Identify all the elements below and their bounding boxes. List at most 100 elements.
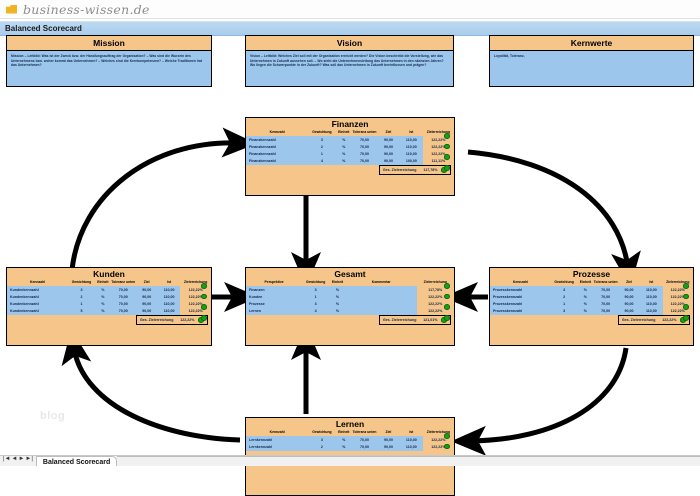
table-row[interactable]: Finanzkennzahl 4 % 70,00 90,00 100,00 11…	[246, 157, 454, 166]
cell-ist: 110,00	[405, 137, 417, 142]
col-kennzahl: Kennzahl	[512, 280, 528, 284]
cell-kennzahl: Kundenkennzahl	[10, 287, 39, 292]
cell-toleranz: 70,00	[118, 302, 128, 307]
status-dot-green-icon	[443, 293, 450, 300]
col-ist: Ist	[409, 430, 414, 434]
cell-zielerreichung: 122,22%	[662, 293, 693, 301]
cell-kommentar[interactable]	[346, 286, 417, 293]
cell-ziel: 90,00	[383, 137, 393, 142]
cell-ist: 110,00	[405, 437, 417, 442]
cell-zielerreichung: 122,22%	[180, 300, 211, 308]
cell-zielerreichung: 122,22%	[416, 307, 454, 316]
cell-zielerreichung: 122,22%	[662, 286, 693, 294]
nav-first-icon[interactable]: |◄	[3, 456, 11, 462]
cell-ist: 110,00	[405, 445, 417, 450]
table-lernen: Kennzahl Gewichtung Einheit Toleranz unt…	[246, 430, 454, 451]
cell-toleranz: 70,00	[118, 295, 128, 300]
cell-kennzahl: Kundenkennzahl	[10, 309, 39, 314]
table-body: Finanzen 3 % 117,78% Kunden 1 % 122,22% …	[246, 286, 454, 316]
table-row[interactable]: Lernen 4 % 122,22%	[246, 307, 454, 316]
cell-kennzahl: Prozesskennzahl	[493, 287, 523, 292]
cell-kommentar[interactable]	[346, 308, 417, 315]
panel-mission-text[interactable]: Mission – Leitbild: Was ist der Zweck bz…	[11, 54, 203, 68]
nav-next-icon[interactable]: ►	[18, 456, 25, 462]
cell-toleranz: 70,00	[360, 152, 370, 157]
table-body: Finanzkennzahl 3 % 70,00 90,00 110,00 12…	[246, 136, 454, 166]
cell-kennzahl: Prozesskennzahl	[493, 309, 523, 314]
cell-zielerreichung: 122,22%	[422, 443, 454, 451]
status-dot-green-icon	[200, 315, 207, 321]
table-row[interactable]: Kundenkennzahl 3 % 70,00 90,00 110,00 12…	[7, 286, 211, 294]
cell-ziel: 90,00	[624, 295, 634, 300]
table-row[interactable]: Kunden 1 % 122,22%	[246, 293, 454, 301]
col-zielerreichung: Zielerreichung	[666, 280, 690, 284]
cell-toleranz: 70,00	[360, 445, 370, 450]
cell-gewichtung: 3	[320, 137, 323, 142]
status-dot-green-icon	[682, 315, 689, 321]
status-dots-prozesse	[682, 283, 689, 321]
col-ist: Ist	[649, 280, 654, 284]
cell-einheit: %	[342, 137, 346, 142]
table-row[interactable]: Prozesskennzahl 3 % 70,00 90,00 110,00 1…	[490, 286, 693, 294]
cell-einheit: %	[342, 145, 346, 150]
table-row[interactable]: Prozesskennzahl 2 % 70,00 90,00 110,00 1…	[490, 293, 693, 301]
cell-toleranz: 70,00	[360, 137, 370, 142]
cell-einheit: %	[342, 152, 346, 157]
status-dot-green-icon	[443, 165, 450, 171]
table-row[interactable]: Prozesskennzahl 1 % 70,00 90,00 110,00 1…	[490, 300, 693, 308]
col-zielerreichung: Zielerreichung	[423, 280, 447, 284]
table-row[interactable]: Finanzkennzahl 1 % 70,00 90,00 110,00 12…	[246, 150, 454, 158]
cell-kommentar[interactable]	[346, 293, 417, 300]
table-row[interactable]: Kundenkennzahl 2 % 70,00 90,00 110,00 12…	[7, 293, 211, 301]
cell-ziel: 90,00	[383, 159, 393, 164]
col-ist: Ist	[167, 280, 172, 284]
table-row[interactable]: Prozesse 3 % 122,22%	[246, 300, 454, 308]
panel-kernwerte-text[interactable]: Loyalität, Toleranz,	[494, 54, 525, 58]
col-einheit: Einheit	[97, 280, 109, 284]
brand-logo-text: business-wissen.de	[23, 1, 150, 17]
status-dots-kunden	[200, 283, 207, 321]
cell-ist: 110,00	[163, 302, 175, 307]
cell-toleranz: 70,00	[360, 437, 370, 442]
col-gewichtung: Gewichtung	[554, 280, 574, 284]
table-gesamt: Perspektive Gewichtung Einheit Kommentar…	[246, 280, 454, 316]
status-dot-green-icon	[200, 293, 207, 300]
col-gewichtung: Gewichtung	[305, 280, 326, 284]
cell-ist: 110,00	[645, 295, 657, 300]
panel-vision-text[interactable]: Vision – Leitbild: Welches Ziel soll mit…	[250, 54, 444, 68]
col-einheit: Einheit	[338, 430, 350, 434]
cell-toleranz: 70,00	[601, 302, 611, 307]
table-row[interactable]: Lernkennzahl 3 % 70,00 90,00 110,00 122,…	[246, 436, 454, 444]
table-row[interactable]: Kundenkennzahl 1 % 70,00 90,00 110,00 12…	[7, 300, 211, 308]
table-row[interactable]: Finanzkennzahl 2 % 70,00 90,00 110,00 12…	[246, 143, 454, 151]
col-einheit: Einheit	[331, 280, 344, 284]
cell-zielerreichung: 122,22%	[416, 293, 454, 301]
card-kunden-title: Kunden	[93, 269, 125, 279]
sheet-nav-buttons[interactable]: |◄ ◄ ► ►|	[0, 456, 36, 462]
nav-prev-icon[interactable]: ◄	[11, 456, 18, 462]
cell-gewichtung: 4	[314, 309, 317, 314]
col-einheit: Einheit	[579, 280, 592, 284]
col-zielerreichung: Zielerreichung	[183, 280, 208, 284]
cell-zielerreichung: 111,11%	[422, 157, 454, 166]
table-row[interactable]: Finanzen 3 % 117,78%	[246, 286, 454, 294]
cell-kommentar[interactable]	[346, 301, 417, 308]
cell-kennzahl: Finanzkennzahl	[249, 152, 276, 157]
cell-ziel: 90,00	[383, 152, 393, 157]
col-perspektive: Perspektive	[264, 280, 284, 284]
cell-gewichtung: 1	[80, 302, 83, 307]
total-value: 122,22%	[662, 317, 677, 322]
nav-last-icon[interactable]: ►|	[25, 456, 33, 462]
table-row[interactable]: Lernkennzahl 2 % 70,00 90,00 110,00 122,…	[246, 443, 454, 451]
table-row[interactable]: Prozesskennzahl 3 % 70,00 90,00 110,00 1…	[490, 307, 693, 316]
card-finanzen: Finanzen Kennzahl Gewichtung Einheit Tol…	[245, 117, 455, 196]
table-row[interactable]: Finanzkennzahl 3 % 70,00 90,00 110,00 12…	[246, 136, 454, 144]
cell-einheit: %	[583, 295, 587, 300]
status-dot-green-icon	[443, 304, 450, 310]
cell-einheit: %	[335, 309, 340, 314]
cell-kennzahl: Prozesskennzahl	[493, 302, 523, 307]
cell-kennzahl: Lernkennzahl	[249, 437, 273, 442]
sheet-tab-balanced-scorecard[interactable]: Balanced Scorecard	[35, 456, 118, 466]
cell-ziel: 90,00	[624, 287, 634, 292]
table-row[interactable]: Kundenkennzahl 5 % 70,00 90,00 110,00 12…	[7, 307, 211, 316]
